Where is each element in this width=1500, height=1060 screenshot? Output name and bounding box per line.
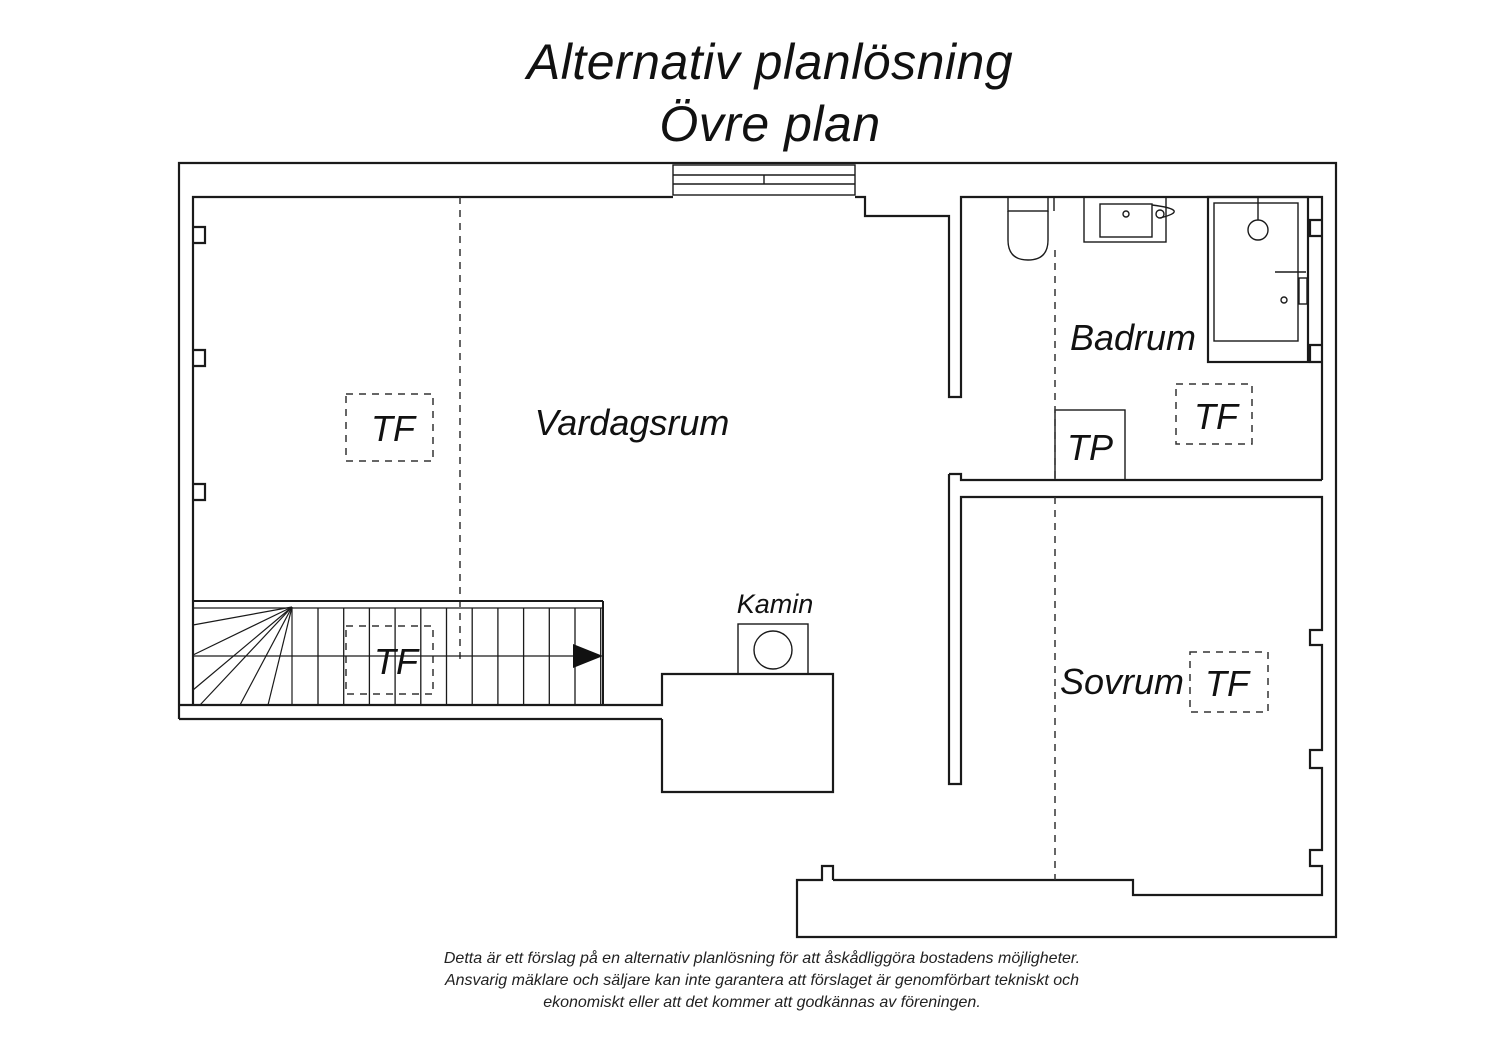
outer-wall-top [177, 161, 1338, 939]
stair-winder [192, 606, 293, 656]
living-room-wall-right [855, 195, 1324, 480]
tf-area-box [1189, 651, 1269, 713]
wall-notch [193, 348, 207, 368]
fireplace-icon [753, 630, 793, 670]
living-room-wall [191, 195, 673, 705]
chimney-wall [179, 672, 835, 794]
stair-winder [192, 606, 293, 626]
stair-winder [192, 606, 293, 691]
room-label-sovrum: Sovrum [1060, 661, 1184, 702]
tf-label: TF [374, 641, 420, 682]
staircase [192, 600, 604, 706]
shower-enclosure [1206, 195, 1310, 364]
shower-head-icon [1247, 219, 1269, 241]
fireplace-label: Kamin [737, 589, 814, 619]
tf-area-box [1175, 383, 1253, 445]
sink-counter [1083, 196, 1167, 243]
window [672, 164, 856, 196]
faucet-knob [1155, 209, 1165, 219]
room-label-vardagsrum: Vardagsrum [535, 402, 730, 443]
tf-label: TF [1194, 396, 1240, 437]
tf-area-box [345, 393, 434, 462]
plan-title: Alternativ planlösning [526, 34, 1014, 90]
corridor-wall [949, 472, 1322, 482]
plan-subtitle: Övre plan [659, 96, 881, 152]
tf-label: TF [1205, 663, 1251, 704]
radiator-icon [1298, 277, 1308, 305]
disclaimer-line: Detta är ett förslag på en alternativ pl… [443, 950, 1081, 967]
disclaimer: Detta är ett förslag på en alternativ pl… [0, 948, 1500, 1014]
fireplace [737, 623, 809, 675]
disclaimer-line: ekonomiskt eller att det kommer att godk… [543, 994, 981, 1011]
stair-arrow-icon [573, 644, 603, 668]
toilet-icon [1007, 211, 1049, 261]
tf-label: TF [371, 408, 417, 449]
tf-area-box [345, 625, 434, 695]
corridor-wall-lower [833, 474, 1324, 897]
room-label-badrum: Badrum [1070, 317, 1196, 358]
wall-notch [1308, 218, 1322, 238]
shower-drain-icon [1280, 296, 1288, 304]
toilet-tank [1007, 196, 1049, 212]
wall-notch [193, 482, 207, 502]
wall-notch [193, 225, 207, 245]
tp-label: TP [1067, 427, 1113, 468]
sink-drain [1122, 210, 1130, 218]
faucet-icon [1151, 204, 1175, 219]
wall-notch [1308, 343, 1322, 364]
disclaimer-line: Ansvarig mäklare och säljare kan inte ga… [444, 972, 1080, 989]
sink-icon [1099, 203, 1153, 238]
